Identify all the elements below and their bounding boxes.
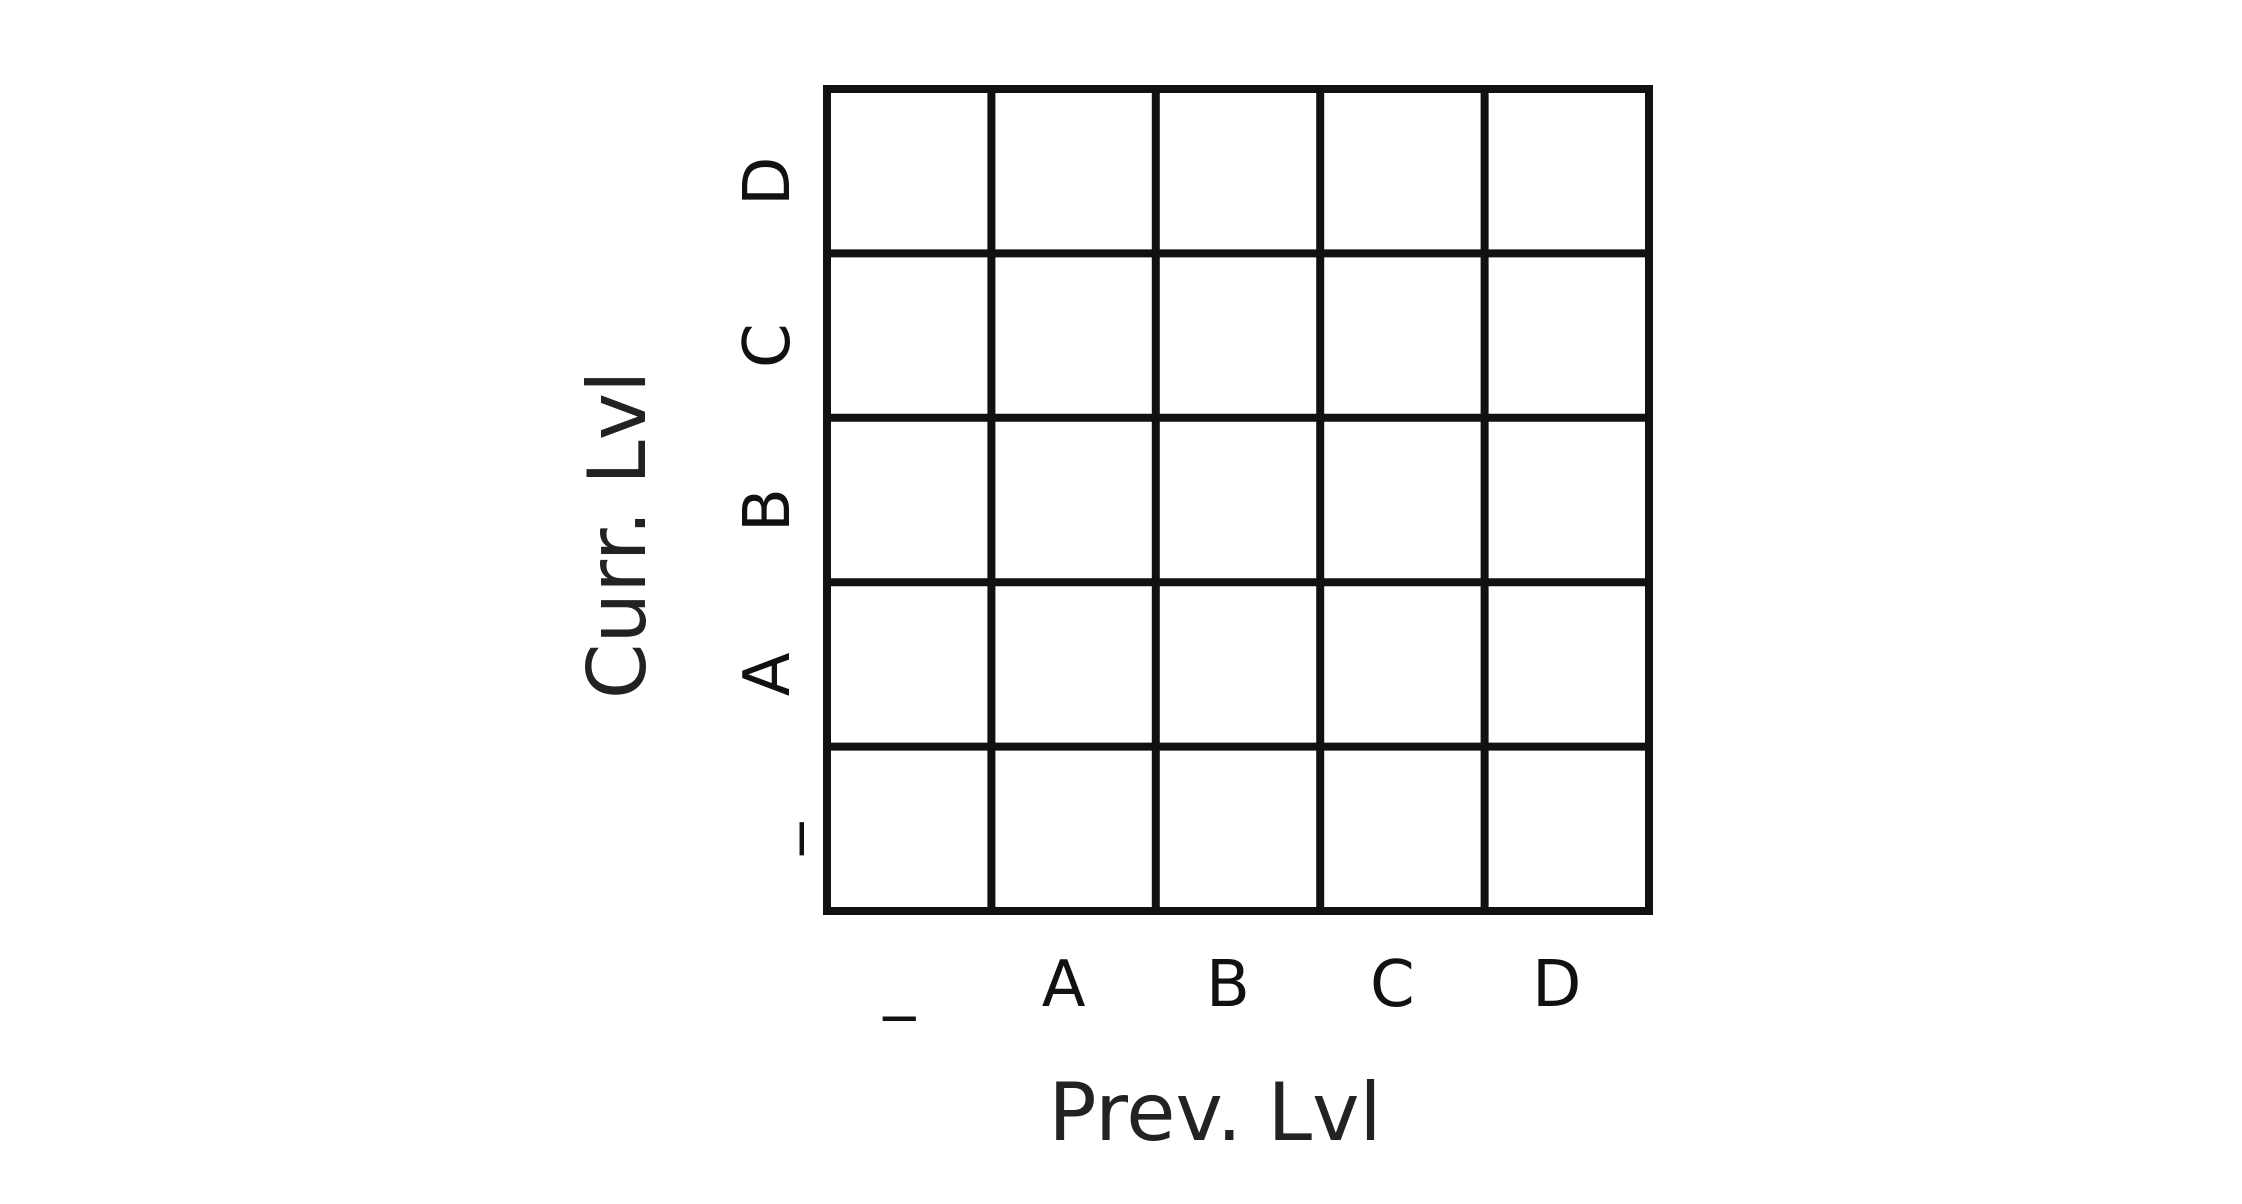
heatmap-cell-A-_ [827,582,992,747]
x-tick-label-D: D [1532,948,1581,1022]
heatmap-cell-_-A [991,746,1156,911]
x-tick-label-underscore: _ [882,948,916,1022]
heatmap-cell-_-B [1155,746,1321,911]
y-tick-label-underscore: _ [731,822,805,856]
heatmap-cell-B-C [1320,417,1485,583]
heatmap-cell-D-B [1155,89,1321,254]
heatmap-cell-A-A [991,582,1156,747]
heatmap-cell-_-_ [827,746,992,911]
heatmap-cell-D-A [991,89,1156,254]
x-axis-label: Prev. Lvl [1048,1066,1381,1159]
heatmap-cell-A-B [1155,582,1321,747]
x-tick-label-A: A [1042,948,1086,1022]
y-tick-label-C: C [731,323,805,368]
y-tick-label-B: B [731,488,805,532]
heatmap-cell-A-C [1320,582,1485,747]
heatmap-cell-C-A [991,253,1156,418]
heatmap-cell-D-_ [827,89,992,254]
heatmap-cell-C-B [1155,253,1321,418]
heatmap-cell-B-B [1155,417,1321,583]
heatmap-cell-B-_ [827,417,992,583]
heatmap-cell-C-_ [827,253,992,418]
y-tick-label-A: A [731,652,805,696]
heatmap-cell-C-D [1484,253,1649,418]
heatmap-cell-B-A [991,417,1156,583]
x-tick-label-B: B [1206,948,1250,1022]
y-tick-labels: _ A B C D [731,157,805,856]
heatmap-cell-D-D [1484,89,1649,254]
x-tick-label-C: C [1370,948,1415,1022]
heatmap-cell-A-D [1484,582,1649,747]
heatmap-cell-B-D [1484,417,1649,583]
heatmap-grid [823,85,1653,915]
heatmap-cell-_-D [1484,746,1649,911]
heatmap-cell-D-C [1320,89,1485,254]
heatmap-cell-_-C [1320,746,1485,911]
y-tick-label-D: D [731,157,805,206]
heatmap-cells [827,89,1649,911]
heatmap-cell-C-C [1320,253,1485,418]
x-tick-labels: _ A B C D [882,948,1581,1022]
y-axis-label: Curr. Lvl [571,371,664,700]
